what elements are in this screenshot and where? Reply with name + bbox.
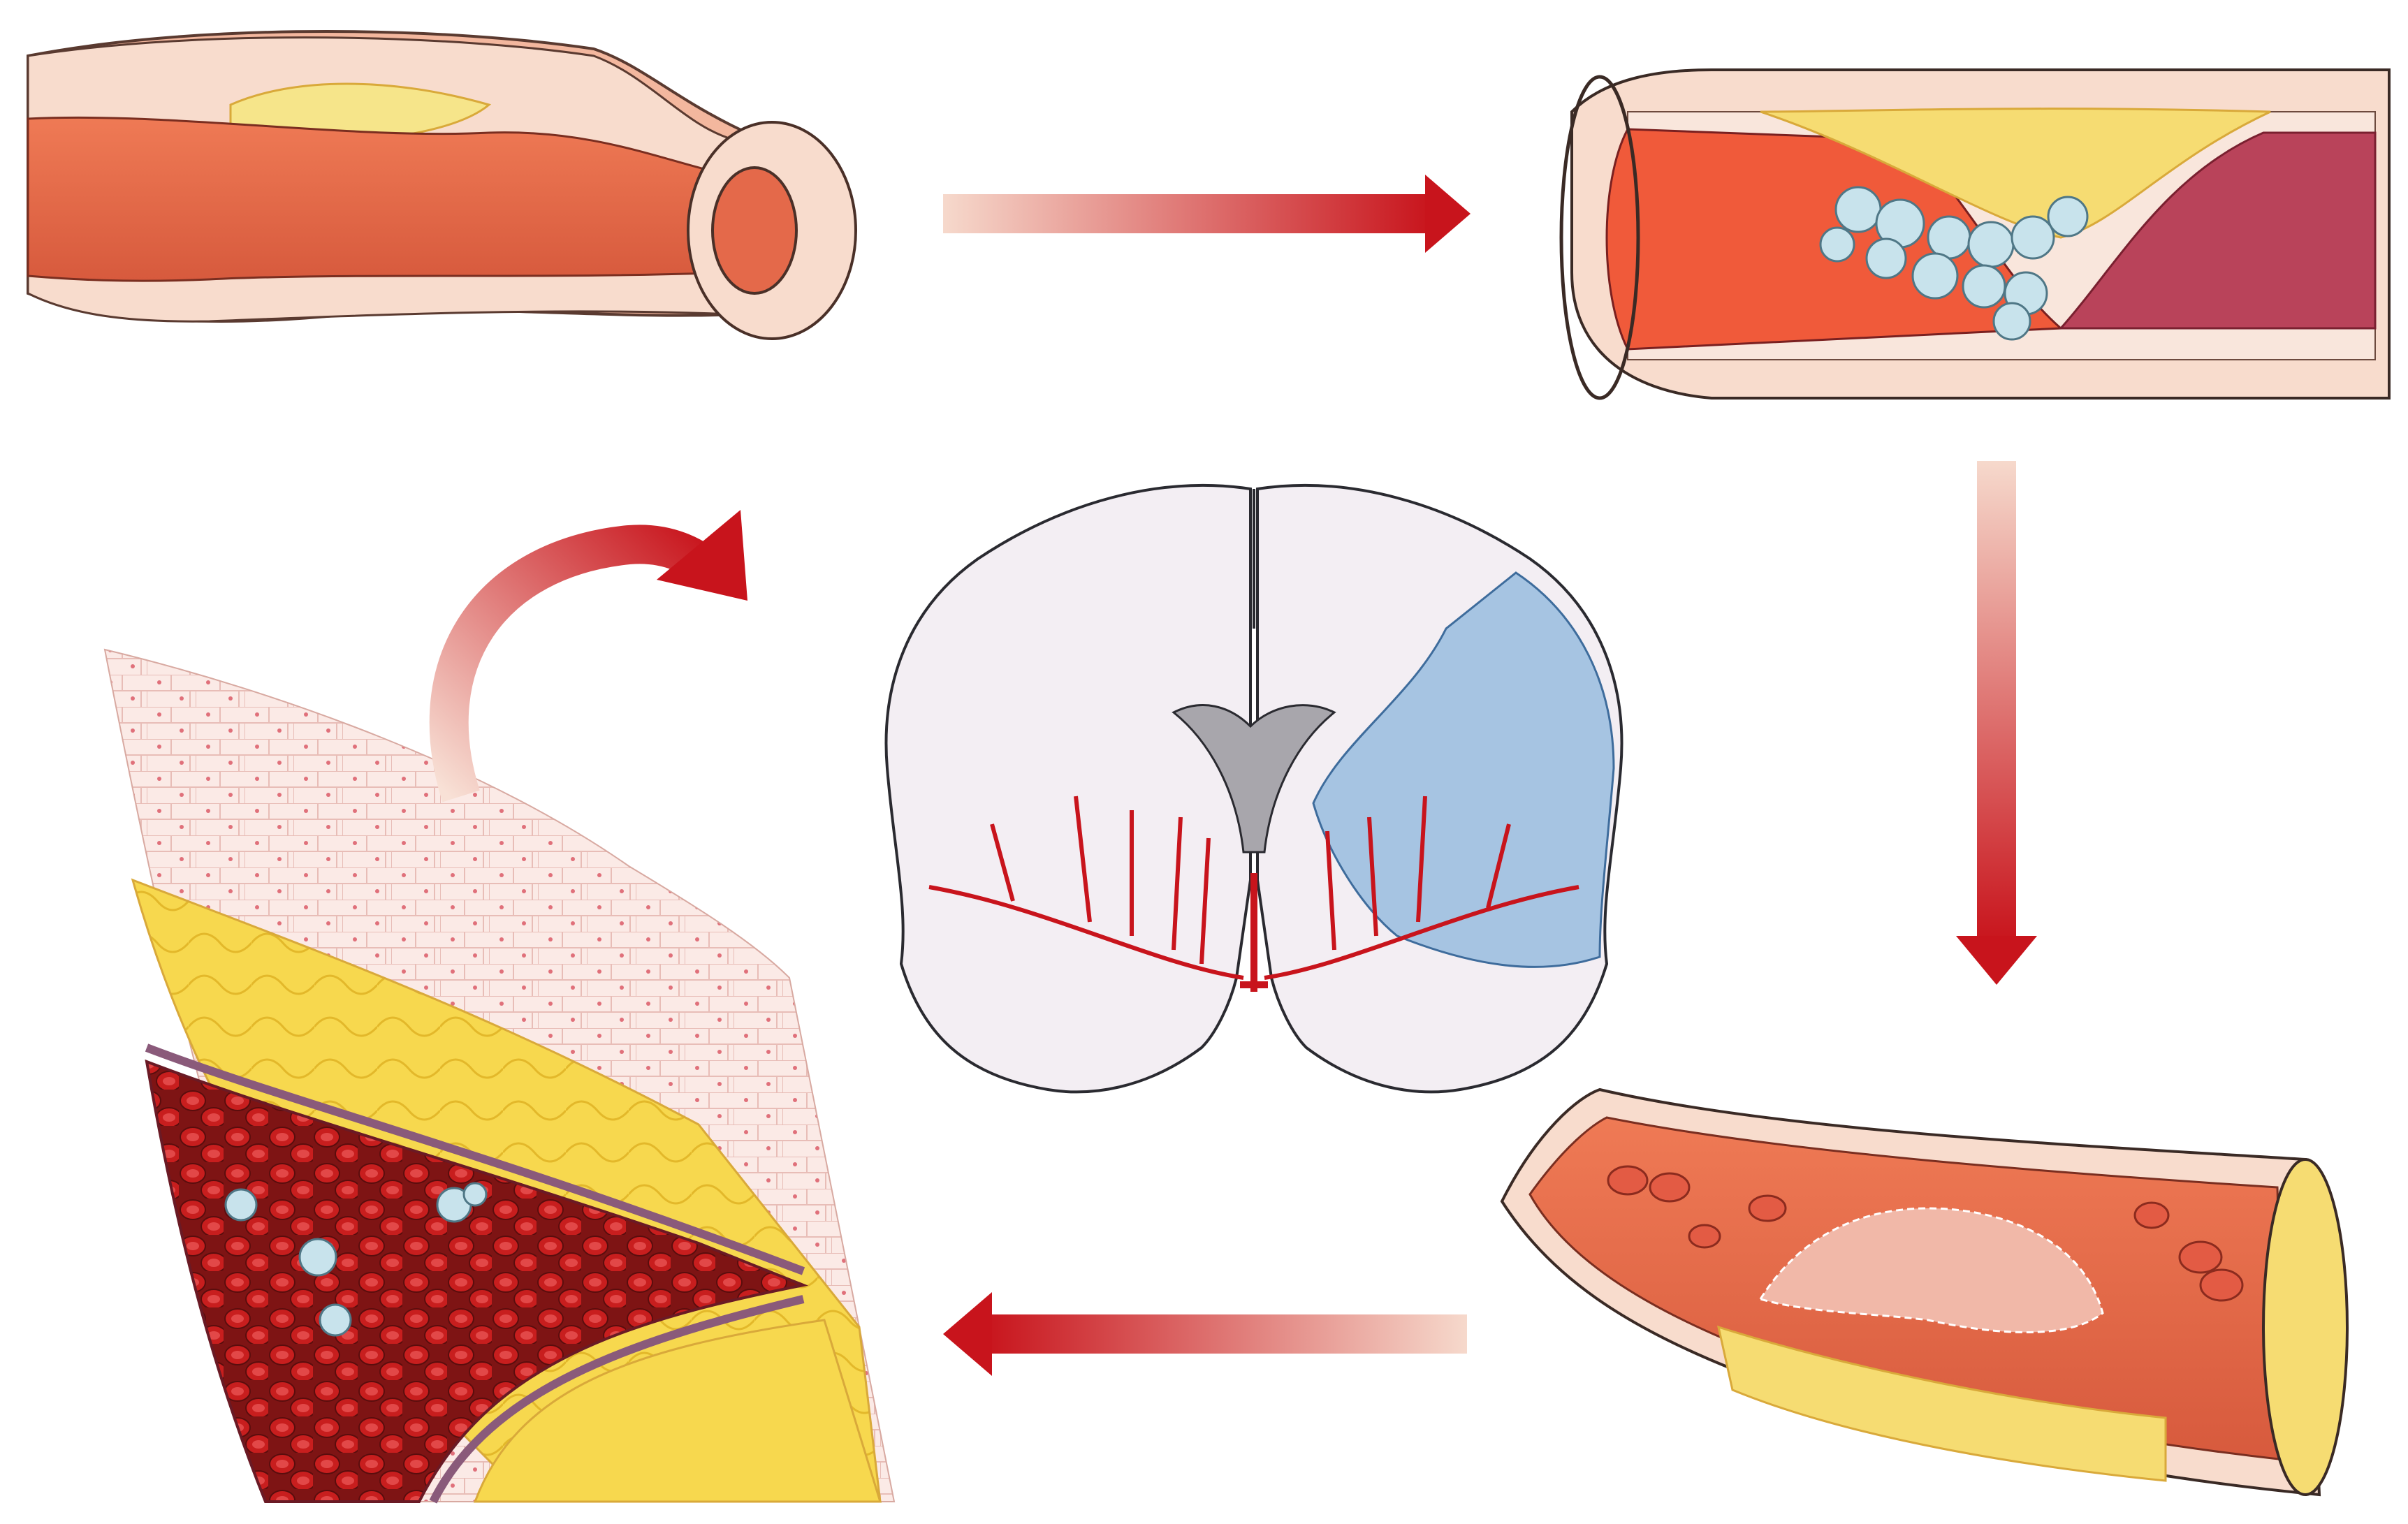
artery-opening-3 (2262, 1158, 2349, 1496)
ruptured-plaque-with-platelet-aggregation (1559, 68, 2391, 400)
microscopic-vessel-with-red-cells-and-platelets (103, 648, 896, 1504)
ruptured-plaque (1760, 108, 2271, 239)
middle-cerebral-artery-right (1264, 796, 1579, 980)
brain-ventricles (1172, 704, 1336, 853)
arrow-right-top (943, 175, 1471, 253)
plaque-layer-3 (1716, 1325, 2167, 1482)
anterior-cerebral-artery (1240, 873, 1268, 992)
occluding-thrombus-in-artery (1500, 1087, 2349, 1497)
healthy-artery-with-early-plaque (27, 30, 857, 340)
arrow-left-bottom (943, 1292, 1467, 1376)
ischemic-territory (1312, 571, 1615, 968)
vessel-lumen-right-occluded (2058, 131, 2377, 330)
floating-red-cells (1607, 1165, 2244, 1302)
thrombus-mesh (1758, 1207, 2104, 1333)
vessel-membrane (145, 1043, 805, 1275)
artery-opening-lumen (711, 166, 798, 295)
arrow-down-right (1956, 461, 2037, 985)
platelet-aggregate (1819, 186, 2089, 341)
brain-left-hemisphere (884, 483, 1252, 1094)
vessel-opening-left (1559, 75, 1640, 400)
brain-coronal-section-with-ischemic-territory (884, 483, 1623, 1094)
capillary-with-red-cells (145, 1059, 808, 1503)
arrow-curved-up-left (429, 510, 747, 803)
vessel-membrane-lower (429, 1295, 805, 1504)
middle-cerebral-artery-left (928, 796, 1244, 980)
platelet-clusters (224, 1182, 488, 1337)
tissue-fat-lower (473, 1319, 882, 1503)
